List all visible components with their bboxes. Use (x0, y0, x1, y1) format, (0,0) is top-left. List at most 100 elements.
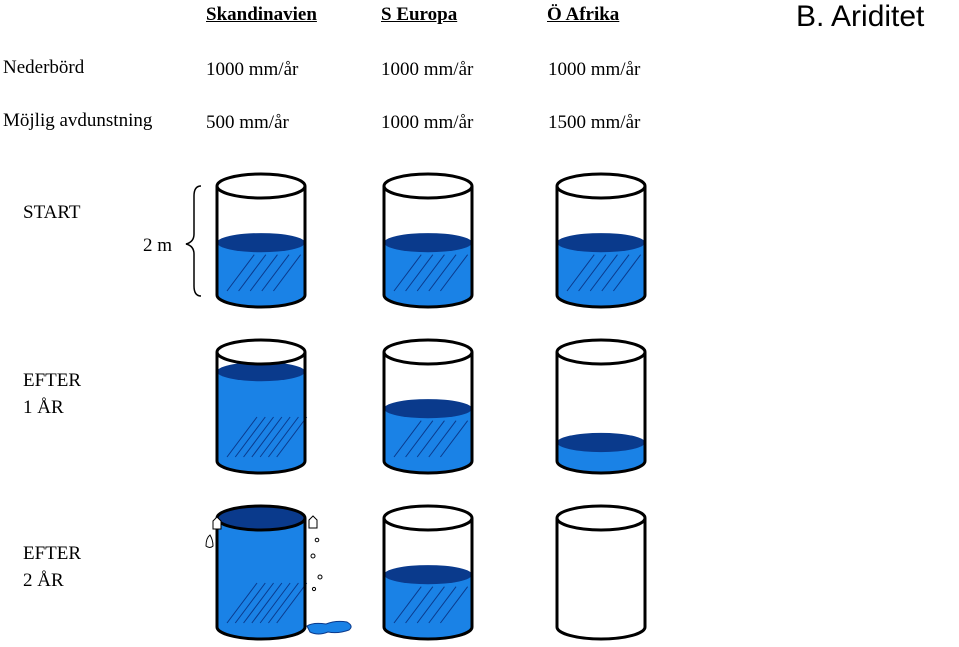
beaker-skandinavien-after-1-year-water-hatch (251, 416, 283, 458)
overflow-drop-left-top (212, 516, 222, 530)
precipitation-value-s-europa: 1000 mm/år (381, 59, 474, 80)
beaker-o-afrika-after-1-year-water-surface (557, 432, 645, 453)
overflow-drop-right-top (308, 515, 318, 529)
beaker-skandinavien-after-2-years-water-hatch (243, 582, 274, 624)
column-header-s-europa: S Europa (381, 4, 458, 25)
beaker-s-europa-after-2-years-water-hatch (405, 586, 434, 624)
beaker-s-europa-after-1-year-water-hatch (405, 420, 434, 458)
stage-label-after-2-line2: 2 ÅR (23, 570, 64, 591)
beaker-o-afrika-start-top-rim (555, 172, 647, 200)
beaker-skandinavien-after-2-years-top-rim (215, 504, 307, 532)
beaker-o-afrika-start-water-body (557, 242, 645, 307)
beaker-s-europa-start-water-hatch (428, 254, 457, 292)
stage-label-after-1-line2: 1 ÅR (23, 397, 64, 418)
row-label-evaporation: Möjlig avdunstning (3, 110, 153, 131)
beaker-o-afrika-start-water-hatch (589, 254, 618, 292)
column-header-skandinavien: Skandinavien (206, 4, 317, 25)
dimension-label: 2 m (143, 235, 173, 256)
beaker-o-afrika-start-water-hatch (601, 254, 630, 292)
beaker-skandinavien-after-2-years-water-hatch (251, 582, 283, 624)
beaker-s-europa-after-2-years-water-surface (384, 565, 472, 585)
diagram-title: B. Ariditet (796, 0, 925, 33)
beaker-s-europa-after-2-years-water-hatch (416, 586, 445, 624)
beaker-skandinavien-after-1-year-water-hatch (226, 416, 258, 458)
beaker-s-europa-after-1-year-water-body (384, 408, 472, 473)
precipitation-value-o-afrika: 1000 mm/år (548, 59, 641, 80)
row-label-precipitation: Nederbörd (3, 57, 85, 78)
beaker-skandinavien-after-2-years-bottom-rim (215, 626, 307, 641)
overflow-puddle (306, 620, 352, 635)
beaker-skandinavien-start-water-hatch (238, 254, 267, 292)
beaker-s-europa-after-1-year-bottom-rim (382, 460, 474, 475)
beaker-o-afrika-start-water-surface (557, 233, 645, 253)
beaker-o-afrika-after-2-years-bottom-rim (555, 626, 647, 641)
beaker-skandinavien-after-1-year-water-hatch (276, 416, 308, 458)
beaker-skandinavien-after-1-year (215, 338, 308, 475)
beaker-s-europa-start (382, 172, 474, 309)
beaker-s-europa-after-2-years-water-hatch (439, 586, 469, 624)
beaker-o-afrika-start-water-hatch (578, 254, 607, 292)
beaker-s-europa-after-2-years-bottom-rim (382, 626, 474, 641)
beaker-skandinavien-after-1-year-water-hatch (234, 416, 266, 458)
beaker-o-afrika-after-2-years-top-rim (555, 504, 647, 532)
dimension-brace (185, 185, 202, 297)
beaker-skandinavien-after-2-years-water-hatch (276, 582, 308, 624)
evaporation-value-skandinavien: 500 mm/år (206, 112, 289, 133)
beaker-s-europa-after-2-years-water-hatch (428, 586, 457, 624)
beaker-skandinavien-start-water-hatch (226, 254, 255, 292)
beaker-skandinavien-start-bottom-rim (215, 294, 307, 309)
beaker-skandinavien-start-water-surface (217, 233, 305, 253)
beaker-s-europa-after-1-year-top-rim (382, 338, 474, 366)
beaker-skandinavien-after-2-years (215, 504, 308, 641)
beaker-s-europa-start-water-hatch (393, 254, 422, 292)
beaker-s-europa-after-2-years-top-rim (382, 504, 474, 532)
beaker-skandinavien-after-2-years-water-hatch (226, 582, 258, 624)
beaker-s-europa-after-2-years-water-hatch (393, 586, 422, 624)
beaker-s-europa-start-water-hatch (405, 254, 434, 292)
stage-label-after-2-line1: EFTER (23, 543, 82, 564)
beaker-o-afrika-after-2-years (555, 504, 647, 641)
beaker-s-europa-after-1-year-water-surface (384, 399, 472, 419)
precipitation-value-skandinavien: 1000 mm/år (206, 59, 299, 80)
beaker-skandinavien-after-1-year-top-rim (215, 338, 307, 366)
beaker-o-afrika-start-water-hatch (566, 254, 595, 292)
beaker-skandinavien-after-2-years-water-hatch (234, 582, 266, 624)
stage-label-after-1-line1: EFTER (23, 370, 82, 391)
beaker-s-europa-after-2-years-water-body (384, 574, 472, 639)
beaker-s-europa-after-1-year-water-hatch (393, 420, 422, 458)
beaker-s-europa-after-1-year-water-hatch (439, 420, 469, 458)
beaker-s-europa-start-top-rim (382, 172, 474, 200)
beaker-o-afrika-start-water-hatch (613, 254, 642, 292)
beaker-o-afrika-after-1-year (555, 338, 647, 475)
beaker-skandinavien-after-2-years-water-body (217, 518, 305, 639)
beaker-skandinavien-after-1-year-water-surface (217, 362, 305, 382)
beaker-skandinavien-start (215, 172, 307, 309)
evaporation-value-o-afrika: 1500 mm/år (548, 112, 641, 133)
overflow-drop-right-4 (311, 586, 317, 592)
overflow-drop-left-low (205, 534, 214, 548)
beaker-s-europa-start-bottom-rim (382, 294, 474, 309)
beaker-skandinavien-start-water-body (217, 242, 305, 307)
beaker-s-europa-after-2-years (382, 504, 474, 641)
overflow-spill-group (205, 515, 352, 635)
beaker-skandinavien-after-2-years-water-hatch (259, 582, 291, 624)
beaker-s-europa-start-water-body (384, 242, 472, 307)
evaporation-value-s-europa: 1000 mm/år (381, 112, 474, 133)
overflow-drop-right-3 (317, 574, 323, 580)
beaker-skandinavien-after-2-years-water-hatch (268, 582, 299, 624)
overflow-drop-right-2 (310, 553, 316, 559)
beaker-o-afrika-start (555, 172, 647, 309)
beaker-o-afrika-after-1-year-top-rim (555, 338, 647, 366)
beaker-o-afrika-start-bottom-rim (555, 294, 647, 309)
beaker-s-europa-after-1-year-water-hatch (416, 420, 445, 458)
beaker-skandinavien-after-1-year-water-hatch (259, 416, 291, 458)
beaker-skandinavien-start-top-rim (215, 172, 307, 200)
stage-label-start: START (23, 202, 81, 223)
beaker-s-europa-start-water-hatch (416, 254, 445, 292)
beaker-skandinavien-after-1-year-bottom-rim (215, 460, 307, 475)
beaker-skandinavien-after-1-year-water-hatch (268, 416, 299, 458)
beaker-s-europa-after-1-year (382, 338, 474, 475)
column-header-o-afrika: Ö Afrika (547, 4, 620, 25)
beaker-s-europa-start-water-surface (384, 233, 472, 253)
